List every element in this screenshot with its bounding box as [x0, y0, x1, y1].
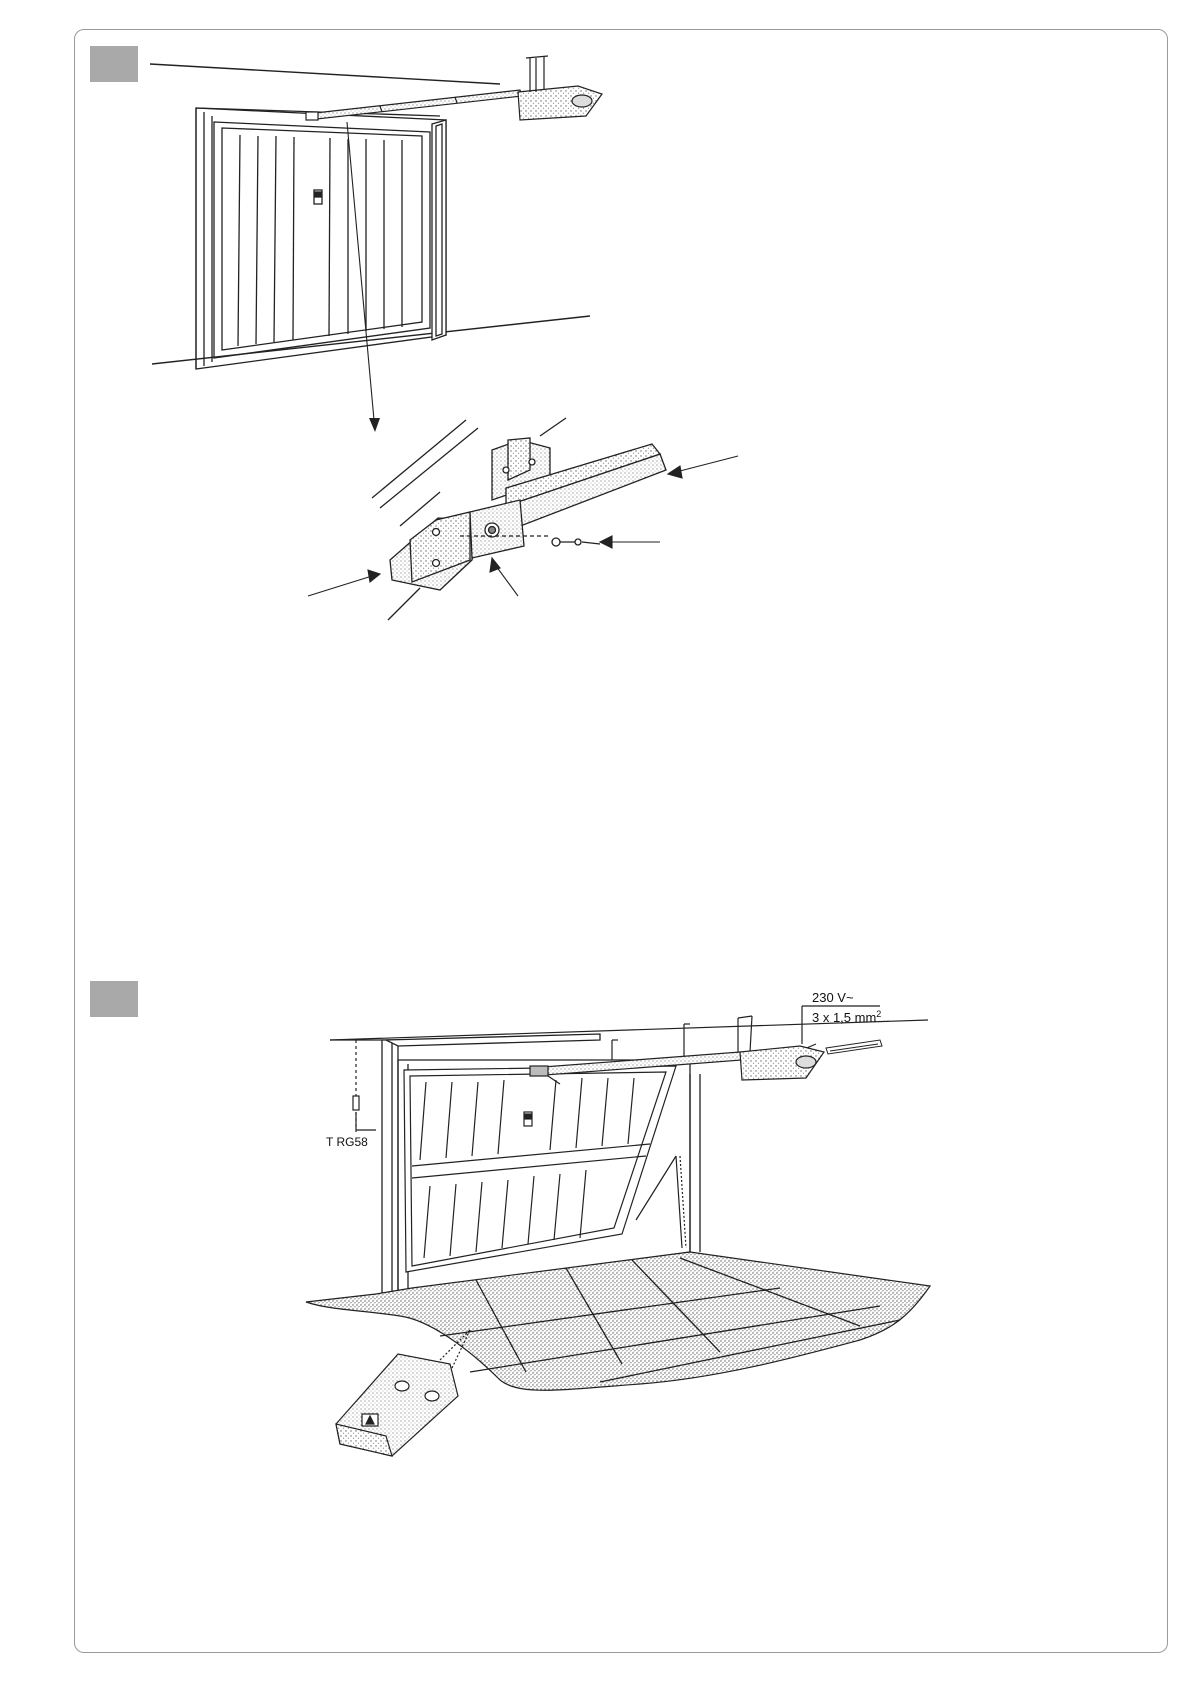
antenna-cable [353, 1040, 376, 1132]
operator-motor-2 [740, 1046, 824, 1080]
up-over-door-panel [404, 1066, 676, 1272]
remote-transmitter [336, 1330, 470, 1456]
spare-rail [826, 1040, 882, 1054]
cable-label: 3 x 1,5 mm2 [812, 1009, 881, 1025]
antenna-label: T RG58 [326, 1135, 368, 1149]
counterbalance-spring [636, 1156, 686, 1248]
power-label: 230 V~ [812, 990, 854, 1005]
